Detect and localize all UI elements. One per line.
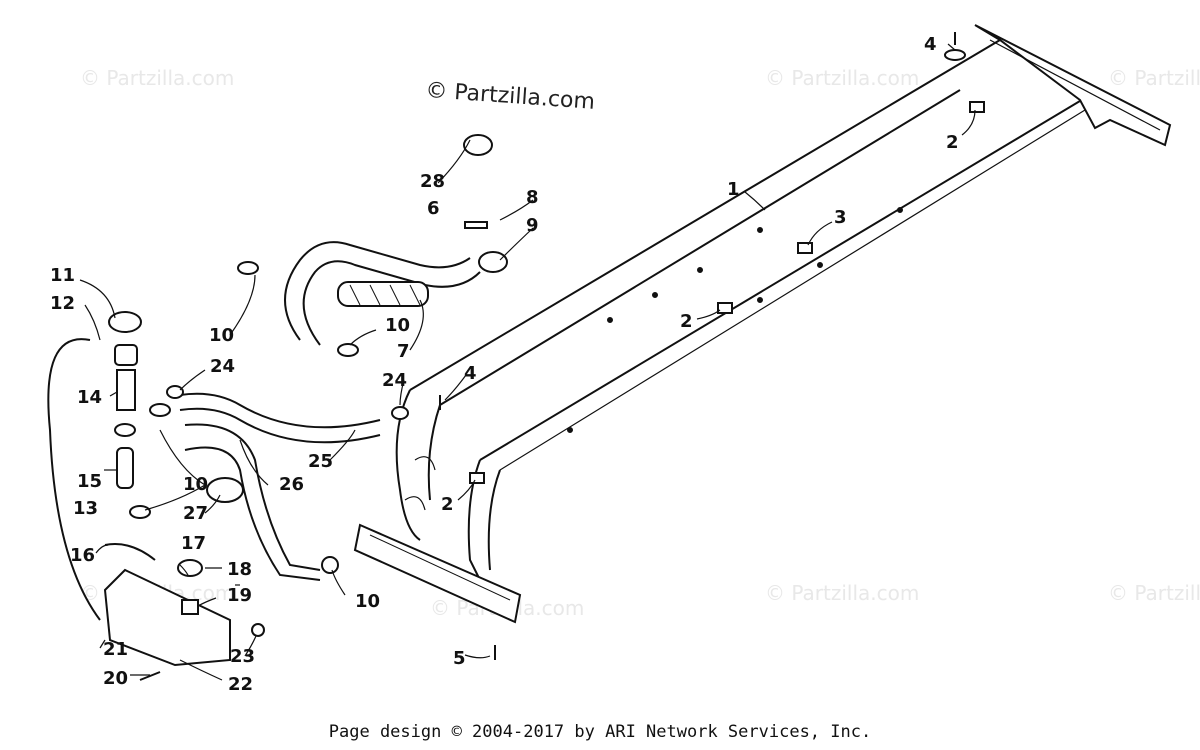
watermark: © Partzilla.com (765, 66, 919, 90)
callout-10: 10 (355, 591, 380, 612)
callout-23: 23 (230, 646, 255, 667)
callouts: 1 2 2 2 3 4 4 5 6 7 8 9 10 10 10 10 11 1… (50, 34, 959, 695)
watermarks: © Partzilla.com © Partzilla.com © Partzi… (80, 66, 1200, 620)
callout-26: 26 (279, 474, 304, 495)
callout-20: 20 (103, 668, 128, 689)
callout-10: 10 (183, 474, 208, 495)
callout-4: 4 (464, 363, 477, 384)
callout-14: 14 (77, 387, 102, 408)
callout-10: 10 (209, 325, 234, 346)
brand-label: © Partzilla.com (425, 78, 596, 115)
callout-6: 6 (427, 198, 440, 219)
callout-18: 18 (227, 559, 252, 580)
callout-11: 11 (50, 265, 75, 286)
callout-4: 4 (924, 34, 937, 55)
callout-24: 24 (210, 356, 235, 377)
callout-19: 19 (227, 585, 252, 606)
callout-25: 25 (308, 451, 333, 472)
callout-3: 3 (834, 207, 847, 228)
callout-2: 2 (680, 311, 693, 332)
callout-7: 7 (397, 341, 410, 362)
clamps (149, 134, 508, 574)
callout-13: 13 (73, 498, 98, 519)
callout-27: 27 (183, 503, 208, 524)
filler-assembly (108, 311, 151, 519)
leader-lines (79, 43, 976, 681)
callout-2: 2 (946, 132, 959, 153)
watermark: © Partzilla.com (1108, 581, 1200, 605)
upper-hose (284, 241, 481, 346)
watermark: © Partzilla.com (765, 581, 919, 605)
callout-24: 24 (382, 370, 407, 391)
callout-2: 2 (441, 494, 454, 515)
callout-21: 21 (103, 639, 128, 660)
callout-15: 15 (77, 471, 102, 492)
callout-5: 5 (453, 648, 466, 669)
callout-12: 12 (50, 293, 75, 314)
callout-8: 8 (526, 187, 539, 208)
callout-10: 10 (385, 315, 410, 336)
callout-1: 1 (727, 179, 740, 200)
callout-16: 16 (70, 545, 95, 566)
callout-9: 9 (526, 215, 539, 236)
copyright-footer: Page design © 2004-2017 by ARI Network S… (328, 722, 872, 742)
cooler-rail (353, 24, 1172, 660)
callout-22: 22 (228, 674, 253, 695)
callout-28: 28 (420, 171, 445, 192)
callout-17: 17 (181, 533, 206, 554)
watermark: © Partzilla.com (80, 66, 234, 90)
lower-hoses (179, 392, 381, 581)
watermark: © Partzilla.com (1108, 66, 1200, 90)
overflow-tank (47, 338, 265, 681)
